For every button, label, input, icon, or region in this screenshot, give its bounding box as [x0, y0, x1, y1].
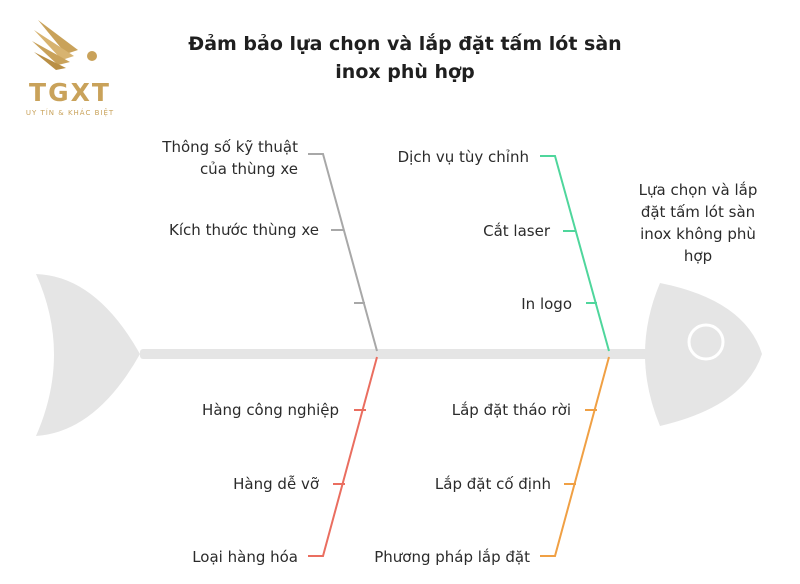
branch-bottom-left	[308, 356, 378, 557]
cause-laser-cutting: Cắt laser	[483, 222, 550, 240]
cause-technical-specs-line-1: Thông số kỹ thuật	[162, 138, 298, 156]
logo-tagline: UY TÍN & KHÁC BIỆT	[25, 109, 115, 117]
cause-industrial-goods: Hàng công nghiệp	[202, 401, 339, 419]
cause-install-method: Phương pháp lắp đặt	[374, 548, 530, 566]
cause-fixed-install: Lắp đặt cố định	[434, 475, 551, 493]
title-line-2: inox phù hợp	[335, 61, 475, 83]
cause-removable-install: Lắp đặt tháo rời	[451, 401, 571, 419]
branch-top-right	[540, 155, 610, 352]
cause-technical-specs-line-2: của thùng xe	[199, 160, 298, 178]
cause-technical-specs: Thông số kỹ thuật của thùng xe	[162, 136, 298, 180]
cause-truck-size: Kích thước thùng xe	[169, 221, 319, 239]
logo-wordmark: TGXT	[29, 78, 111, 107]
title-line-1: Đảm bảo lựa chọn và lắp đặt tấm lót sàn	[188, 33, 622, 55]
head-line-3: inox không phù	[640, 225, 756, 243]
tgxt-logo: TGXT UY TÍN & KHÁC BIỆT	[8, 14, 132, 122]
wing-emblem-icon	[32, 20, 98, 71]
branch-bottom-right	[540, 356, 610, 557]
head-line-4: hợp	[683, 247, 713, 265]
fish-tail	[36, 274, 140, 436]
fish-eye	[687, 323, 725, 361]
head-line-1: Lựa chọn và lắp	[638, 181, 758, 199]
diagram-title: Đảm bảo lựa chọn và lắp đặt tấm lót sàn …	[150, 30, 660, 86]
head-effect-label: Lựa chọn và lắp đặt tấm lót sàn inox khô…	[618, 179, 778, 267]
cause-logo-printing: In logo	[521, 295, 572, 313]
head-line-2: đặt tấm lót sàn	[640, 203, 756, 221]
fish-spine	[140, 349, 648, 359]
cause-fragile-goods: Hàng dễ vỡ	[233, 475, 319, 493]
cause-cargo-type: Loại hàng hóa	[192, 548, 298, 566]
branch-top-left	[308, 153, 378, 352]
cause-custom-service: Dịch vụ tùy chỉnh	[397, 148, 529, 166]
